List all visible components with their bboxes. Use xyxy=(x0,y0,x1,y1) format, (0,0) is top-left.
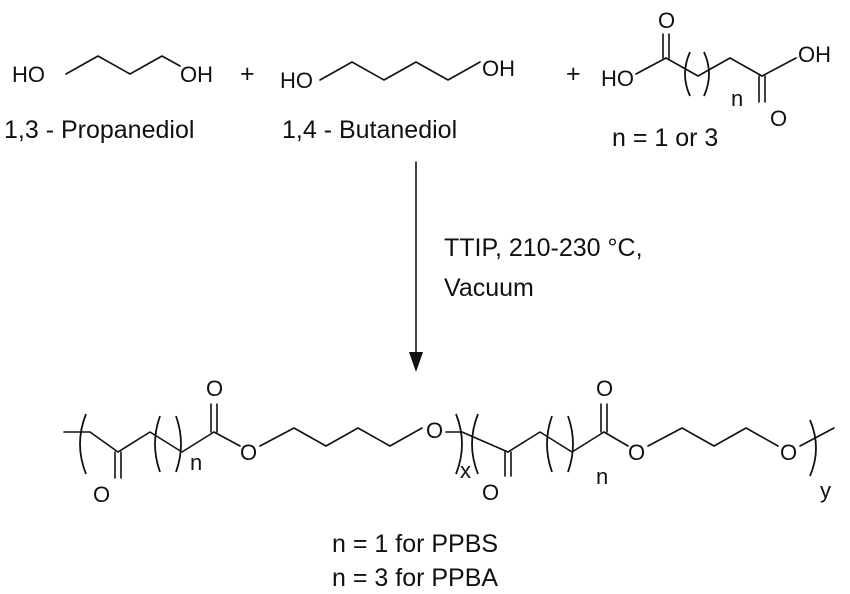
reaction-arrow xyxy=(409,161,423,372)
butanediol-chain xyxy=(319,61,481,81)
propanediol-ho-label: HO xyxy=(12,62,45,87)
propanediol-chain xyxy=(65,55,181,75)
product-b1-ether-o: O xyxy=(426,418,443,443)
diacid-bond-1 xyxy=(635,57,667,75)
product-y-label: y xyxy=(820,478,831,503)
product-b1-o-bottom: O xyxy=(93,482,110,507)
butanediol-ho-label: HO xyxy=(280,68,313,93)
product-structure: O n O O O x O n O O O y xyxy=(63,376,835,507)
diacid-oh-label: OH xyxy=(798,42,831,67)
product-x-paren-close xyxy=(455,413,463,475)
product-b1-subscript-n: n xyxy=(190,450,202,475)
product-b2-n-paren-open xyxy=(546,415,553,473)
butanediol-structure: HO OH 1,4 - Butanediol xyxy=(280,56,515,144)
product-end-bond-right xyxy=(799,427,835,447)
diacid-o-top: O xyxy=(658,8,675,33)
product-b1-n-paren-close xyxy=(175,415,182,473)
diacid-n-note: n = 1 or 3 xyxy=(612,124,718,152)
diacid-ho-label: HO xyxy=(601,66,634,91)
product-b2-bond-ester xyxy=(603,431,629,447)
butanediol-name: 1,4 - Butanediol xyxy=(282,116,457,144)
product-b2-propyl-chain xyxy=(647,427,779,447)
conditions-line-1: TTIP, 210-230 °C, xyxy=(444,234,643,262)
product-b1-chain xyxy=(117,431,215,453)
conditions-line-2: Vacuum xyxy=(444,274,534,302)
diacid-bond-oh xyxy=(761,57,797,77)
propanediol-structure: HO OH 1,3 - Propanediol xyxy=(4,55,213,144)
diacid-chain xyxy=(665,57,763,77)
diacid-paren-left xyxy=(684,51,691,97)
note-ppba: n = 3 for PPBA xyxy=(332,564,498,592)
product-y-paren-open xyxy=(471,413,479,475)
plus-sign-2: + xyxy=(566,60,581,88)
product-b2-chain xyxy=(507,431,605,453)
product-b1-n-paren-open xyxy=(154,415,161,473)
product-b1-bond-ester xyxy=(213,431,241,447)
diacid-subscript-n: n xyxy=(731,86,743,111)
product-b2-ester-o: O xyxy=(628,440,645,465)
diacid-paren-right xyxy=(703,51,710,97)
product-b1-butyl-chain xyxy=(259,427,423,447)
product-b2-end-o: O xyxy=(780,440,797,465)
arrow-head xyxy=(409,352,423,372)
propanediol-name: 1,3 - Propanediol xyxy=(4,116,194,144)
note-ppbs: n = 1 for PPBS xyxy=(332,530,498,558)
product-b2-o-bottom: O xyxy=(482,480,499,505)
product-b1-ester-o: O xyxy=(240,440,257,465)
product-b1-bond-1 xyxy=(89,431,119,453)
diacid-structure: HO O n O OH n = 1 or 3 xyxy=(601,8,831,152)
product-b2-n-paren-close xyxy=(567,415,574,473)
product-b2-bond-1 xyxy=(461,431,509,453)
diacid-o-bottom: O xyxy=(770,106,787,131)
propanediol-oh-label: OH xyxy=(180,62,213,87)
product-b2-subscript-n: n xyxy=(596,464,608,489)
plus-sign-1: + xyxy=(240,60,255,88)
product-x-paren-open xyxy=(79,413,87,475)
product-b2-o-top: O xyxy=(596,376,613,401)
product-x-label: x xyxy=(460,458,471,483)
butanediol-oh-label: OH xyxy=(482,56,515,81)
product-y-paren-close xyxy=(809,419,817,477)
product-b1-o-top: O xyxy=(206,376,223,401)
